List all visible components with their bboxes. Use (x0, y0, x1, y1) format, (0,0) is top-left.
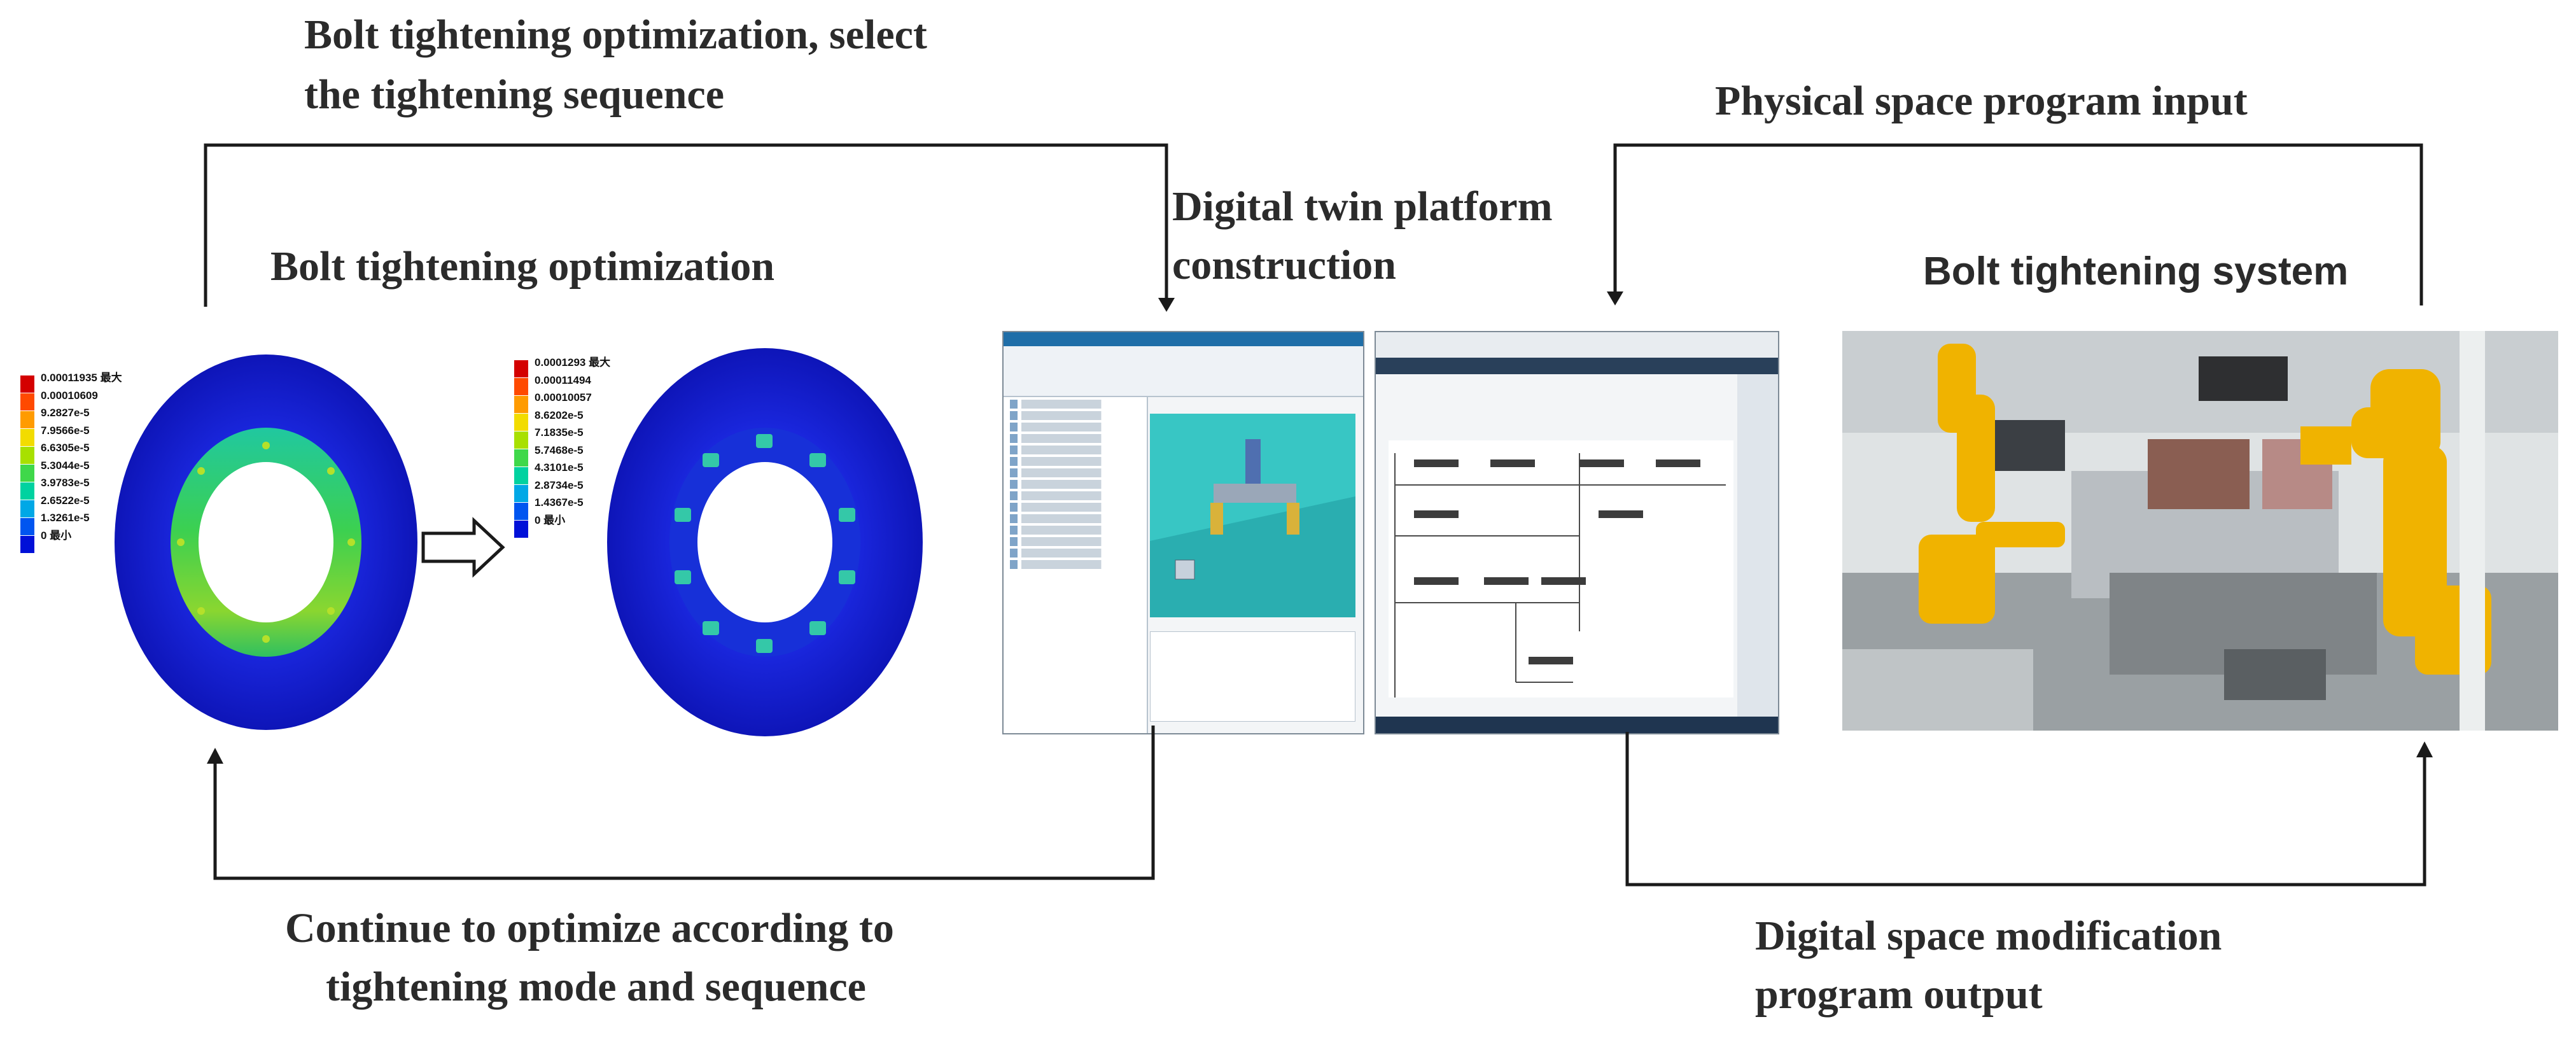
legend-after-value: 2.8734e-5 (535, 479, 584, 491)
plc-program-screenshot (1375, 331, 1779, 734)
contour-colorbar-before (20, 375, 34, 554)
fea-disk-before (115, 354, 417, 730)
ladder-diagram-icon (1394, 453, 1726, 698)
label-bolt-tightening-optimization: Bolt tightening optimization (270, 243, 775, 290)
legend-before-value: 0.00010609 (41, 389, 98, 402)
digital-twin-software-screenshot (1002, 331, 1364, 734)
label-continue-optimize-line1: Continue to optimize according to (285, 905, 894, 951)
legend-after-value: 1.4367e-5 (535, 496, 584, 508)
flow-line-optimize-to-platform (204, 143, 1175, 312)
legend-before-value: 9.2827e-5 (41, 407, 90, 419)
software-object-tree (1004, 397, 1148, 733)
label-digital-modification-line2: program output (1755, 971, 2043, 1018)
plc-side-panel (1737, 374, 1778, 717)
plc-title-bar (1376, 358, 1778, 374)
legend-before-value: 2.6522e-5 (41, 494, 90, 507)
label-bolt-tightening-system: Bolt tightening system (1923, 249, 2349, 293)
legend-before-min: 0 最小 (41, 529, 72, 542)
legend-before-value: 3.9783e-5 (41, 477, 90, 489)
software-toolbar (1004, 346, 1363, 397)
label-digital-twin-line2: construction (1172, 242, 1396, 288)
legend-after-min: 0 最小 (535, 514, 566, 526)
legend-before-max: 0.00011935 最大 (41, 372, 122, 384)
label-digital-modification-line1: Digital space modification (1755, 913, 2222, 959)
fea-disk-after (607, 348, 923, 736)
contour-colorbar-after (514, 360, 528, 538)
label-physical-space-input: Physical space program input (1715, 78, 2248, 124)
label-bolt-optimization-sequence-line2: the tightening sequence (304, 71, 724, 118)
legend-before-value: 5.3044e-5 (41, 459, 90, 472)
industrial-robot-photo (1842, 331, 2558, 731)
plc-status-bar (1376, 717, 1778, 733)
label-continue-optimize-line2: tightening mode and sequence (326, 964, 866, 1010)
legend-after-value: 5.7468e-5 (535, 444, 584, 456)
software-timeline-grid (1150, 631, 1355, 722)
software-3d-viewport (1150, 414, 1355, 617)
legend-after-value: 0.00010057 (535, 391, 592, 403)
legend-before-value: 1.3261e-5 (41, 512, 90, 524)
legend-after-max: 0.0001293 最大 (535, 356, 611, 368)
flow-line-platform-to-system (1625, 732, 2433, 887)
software-ribbon-tabs (1004, 332, 1363, 346)
robot-gripper-model-icon (1150, 439, 1355, 617)
legend-after-value: 4.3101e-5 (535, 461, 584, 473)
flow-line-platform-to-optimize (207, 726, 1155, 880)
legend-after-value: 8.6202e-5 (535, 409, 584, 421)
label-digital-twin-line1: Digital twin platform (1172, 183, 1553, 230)
plc-ladder-canvas (1389, 440, 1733, 698)
legend-before-value: 6.6305e-5 (41, 442, 90, 454)
robot-cell-illustration (1842, 331, 2558, 731)
label-bolt-optimization-sequence-line1: Bolt tightening optimization, select (304, 11, 927, 58)
legend-after-value: 0.00011494 (535, 374, 591, 386)
flow-line-system-to-platform (1607, 143, 2423, 305)
legend-before-value: 7.9566e-5 (41, 424, 90, 437)
legend-after-value: 7.1835e-5 (535, 426, 584, 438)
hollow-right-arrow-icon (421, 517, 505, 578)
